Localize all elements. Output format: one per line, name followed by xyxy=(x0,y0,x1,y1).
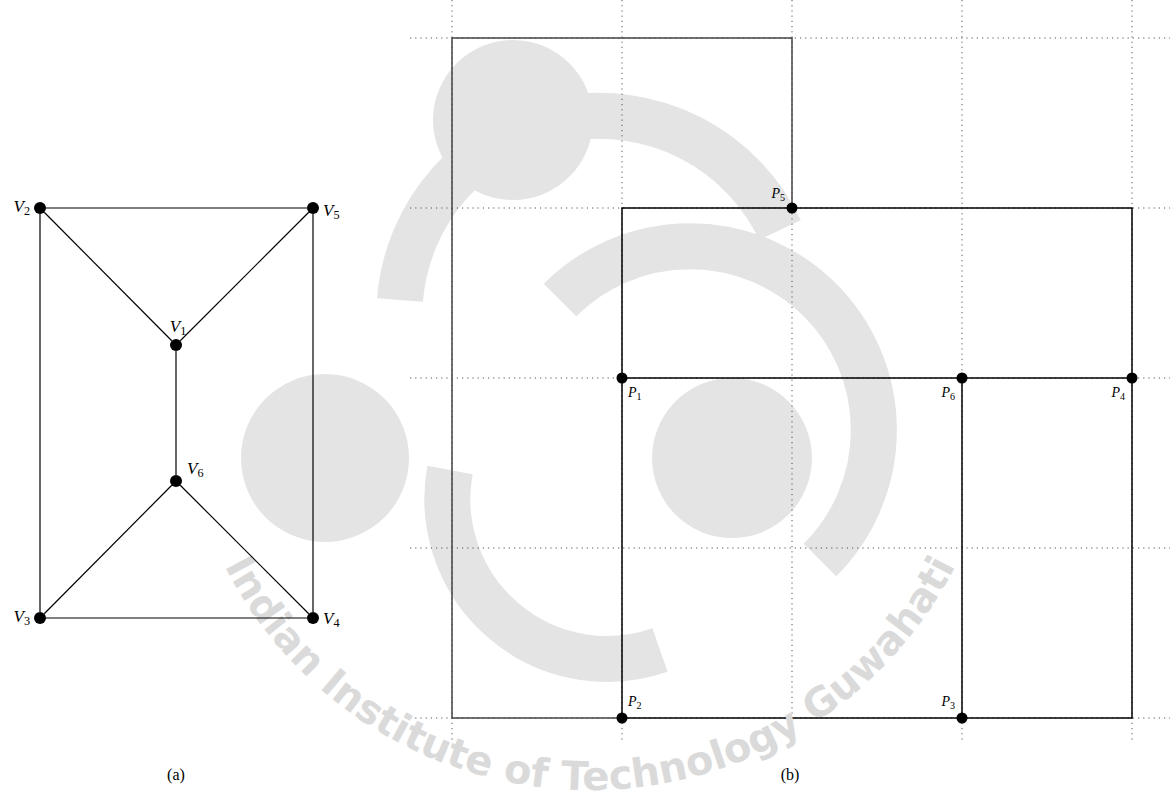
graph-edge xyxy=(180,212,309,341)
watermark-text: Indian Institute of Technology Guwahati xyxy=(216,548,963,799)
point-label: P6 xyxy=(941,385,955,402)
panel-label: (b) xyxy=(781,766,800,784)
graph-vertex: V4 xyxy=(307,612,319,624)
vertex-label: V3 xyxy=(13,608,30,629)
dotted-grid xyxy=(410,0,1170,740)
vertex-label: V2 xyxy=(13,198,30,219)
vertex-label: V1 xyxy=(170,318,187,339)
vertex-label: V5 xyxy=(323,202,340,223)
graph-vertex: V2 xyxy=(34,202,46,214)
point-label: P3 xyxy=(941,694,955,711)
point-label: P5 xyxy=(771,186,785,203)
floor-plan xyxy=(452,38,1132,718)
point-label: P1 xyxy=(628,385,642,402)
graph-edge xyxy=(46,207,307,208)
graph-edge xyxy=(39,214,40,612)
vertex-label: V6 xyxy=(187,460,204,481)
graph-edge xyxy=(312,214,313,612)
panel-label: (a) xyxy=(167,766,185,784)
graph-vertex: V5 xyxy=(307,202,319,214)
graph-vertex: V6 xyxy=(170,475,182,487)
graph-vertex: V3 xyxy=(34,612,46,624)
watermark-text: Indian Institute of Technology Guwahati xyxy=(216,548,963,799)
vertex-label: V4 xyxy=(323,610,340,631)
graph-edge xyxy=(180,485,309,614)
point-label: P2 xyxy=(628,694,642,711)
graph-edge xyxy=(44,485,172,613)
graph-edge xyxy=(44,212,172,340)
graph-edge xyxy=(175,351,176,475)
graph-vertex: V1 xyxy=(170,339,182,351)
graph-edge xyxy=(46,617,307,618)
point-label: P4 xyxy=(1111,385,1125,402)
